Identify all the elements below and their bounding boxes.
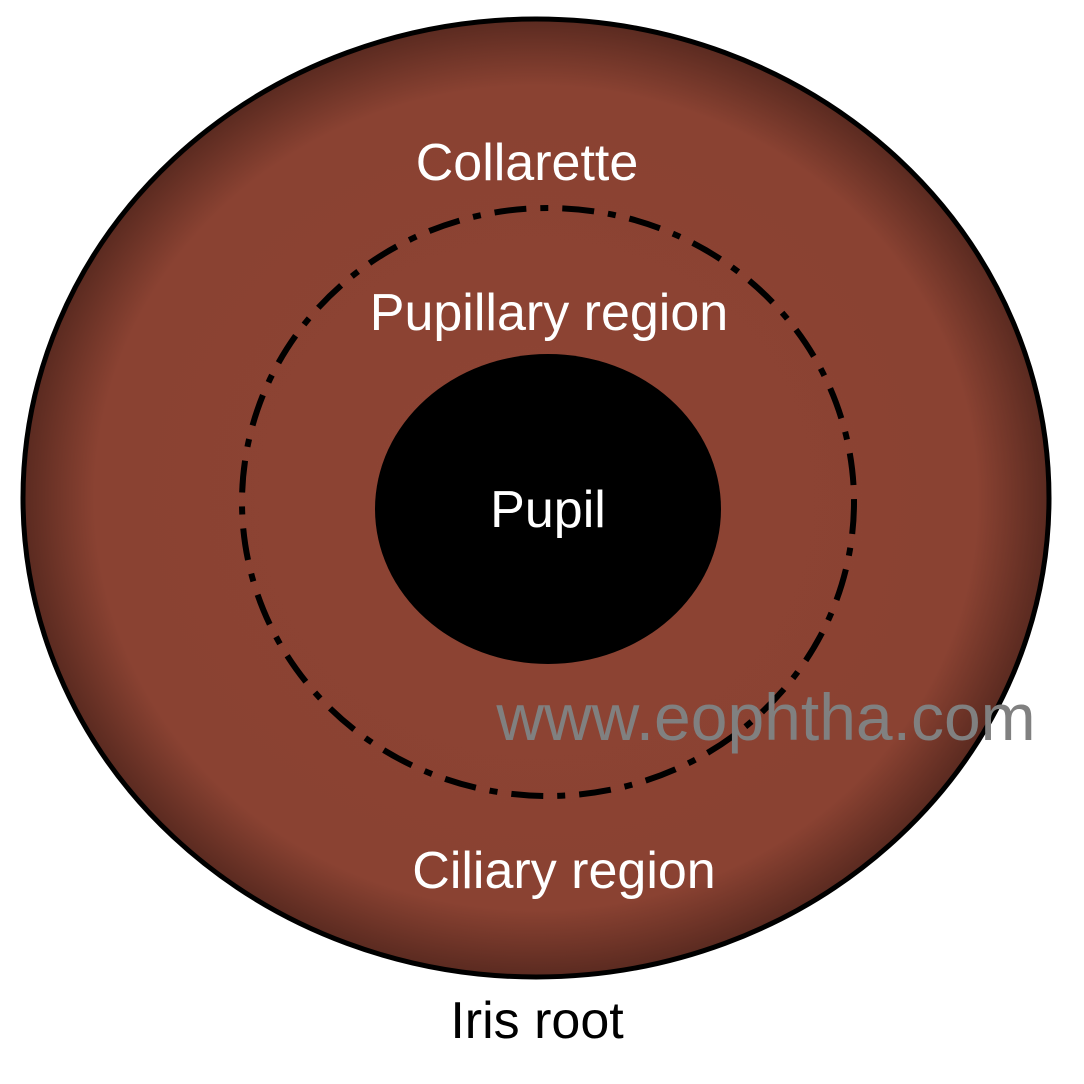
iris-root-label: Iris root (450, 992, 624, 1050)
ciliary-region-label: Ciliary region (412, 842, 715, 900)
collarette-boundary (239, 205, 857, 799)
pupil-label: Pupil (490, 481, 606, 539)
pupillary-region-label: Pupillary region (370, 284, 728, 342)
watermark-text: www.eophtha.com (495, 680, 1035, 754)
collarette-label: Collarette (416, 134, 639, 192)
pupil-disc (375, 354, 721, 664)
